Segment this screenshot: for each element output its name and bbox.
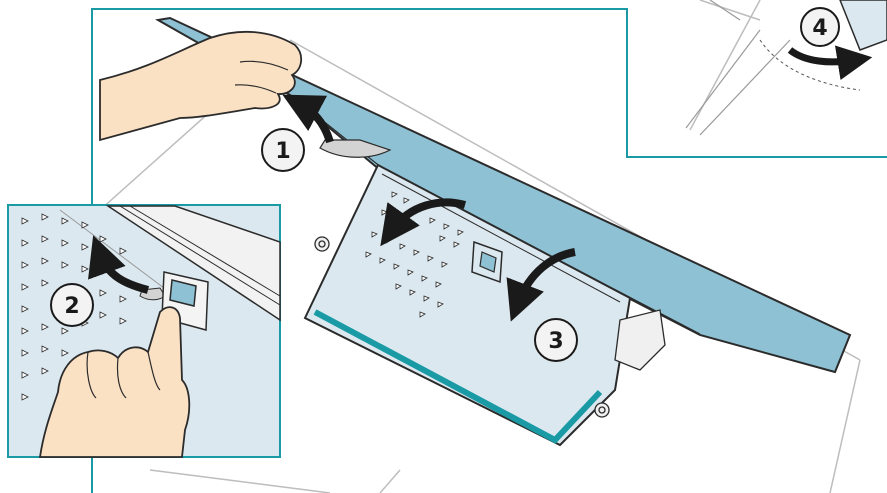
step-1-label: 1	[275, 139, 290, 164]
step-4-label: 4	[812, 16, 827, 41]
step-3-label: 3	[548, 329, 563, 354]
step-2-inset: 2	[8, 205, 280, 457]
step-2-label: 2	[64, 294, 79, 319]
hand-top	[100, 32, 301, 140]
step-4-inset: 4	[686, 0, 887, 135]
